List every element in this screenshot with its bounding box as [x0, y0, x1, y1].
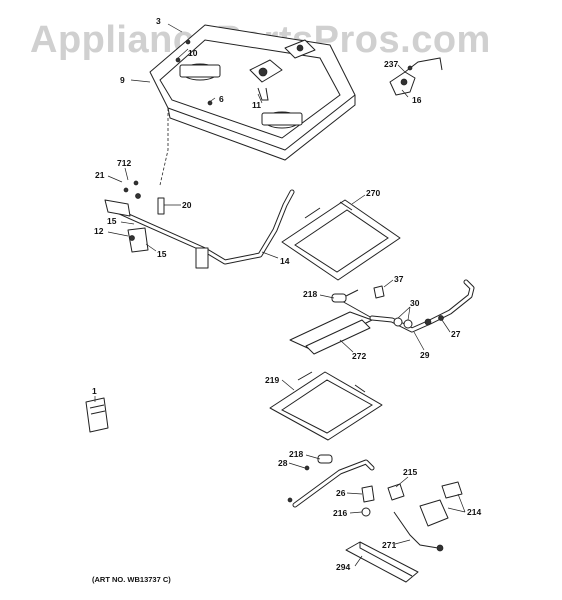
callout-labels: 3 10 9 6 11 237 16 712 21 20 15 12 15 14… — [92, 16, 481, 572]
manifold-pipe-14 — [104, 180, 295, 269]
callout-294: 294 — [336, 562, 350, 572]
broil-shield-219 — [269, 371, 383, 441]
callout-26: 26 — [336, 488, 346, 498]
leader-lines — [94, 23, 466, 567]
callout-272: 272 — [352, 351, 366, 361]
burner-tube-272 — [289, 289, 373, 355]
callout-215: 215 — [403, 467, 417, 477]
callout-29: 29 — [420, 350, 430, 360]
callout-218-upper: 218 — [303, 289, 317, 299]
callout-27: 27 — [451, 329, 461, 339]
callout-270: 270 — [366, 188, 380, 198]
part-26 — [361, 485, 375, 503]
burner-box-assembly — [149, 24, 356, 161]
part-37 — [373, 285, 385, 299]
callout-214: 214 — [467, 507, 481, 517]
callout-28: 28 — [278, 458, 288, 468]
callout-216: 216 — [333, 508, 347, 518]
callout-15-upper: 15 — [107, 216, 117, 226]
callout-3: 3 — [156, 16, 161, 26]
art-number: (ART NO. WB13737 C) — [92, 575, 171, 584]
callout-20: 20 — [182, 200, 192, 210]
callout-1: 1 — [92, 386, 97, 396]
valve-bracket-16 — [389, 57, 443, 96]
callout-21: 21 — [95, 170, 105, 180]
callout-6: 6 — [219, 94, 224, 104]
callout-37: 37 — [394, 274, 404, 284]
callout-11: 11 — [252, 100, 261, 110]
callout-271: 271 — [382, 540, 396, 550]
gas-pipe-29 — [369, 279, 475, 333]
heat-shield-270 — [281, 199, 401, 281]
igniter-214 — [393, 481, 463, 552]
callout-218-lower: 218 — [289, 449, 303, 459]
callout-14: 14 — [280, 256, 290, 266]
callout-10: 10 — [188, 48, 198, 58]
callout-12: 12 — [94, 226, 104, 236]
callout-15-lower: 15 — [157, 249, 167, 259]
callout-30: 30 — [410, 298, 420, 308]
callout-219: 219 — [265, 375, 279, 385]
lower-burner-tube — [287, 454, 375, 508]
callout-9: 9 — [120, 75, 125, 85]
callout-16: 16 — [412, 95, 422, 105]
part-215 — [387, 483, 405, 501]
bracket-294 — [345, 541, 419, 583]
callout-712: 712 — [117, 158, 131, 168]
callout-237: 237 — [384, 59, 398, 69]
manual-part-1 — [85, 397, 109, 433]
part-216 — [361, 507, 371, 517]
